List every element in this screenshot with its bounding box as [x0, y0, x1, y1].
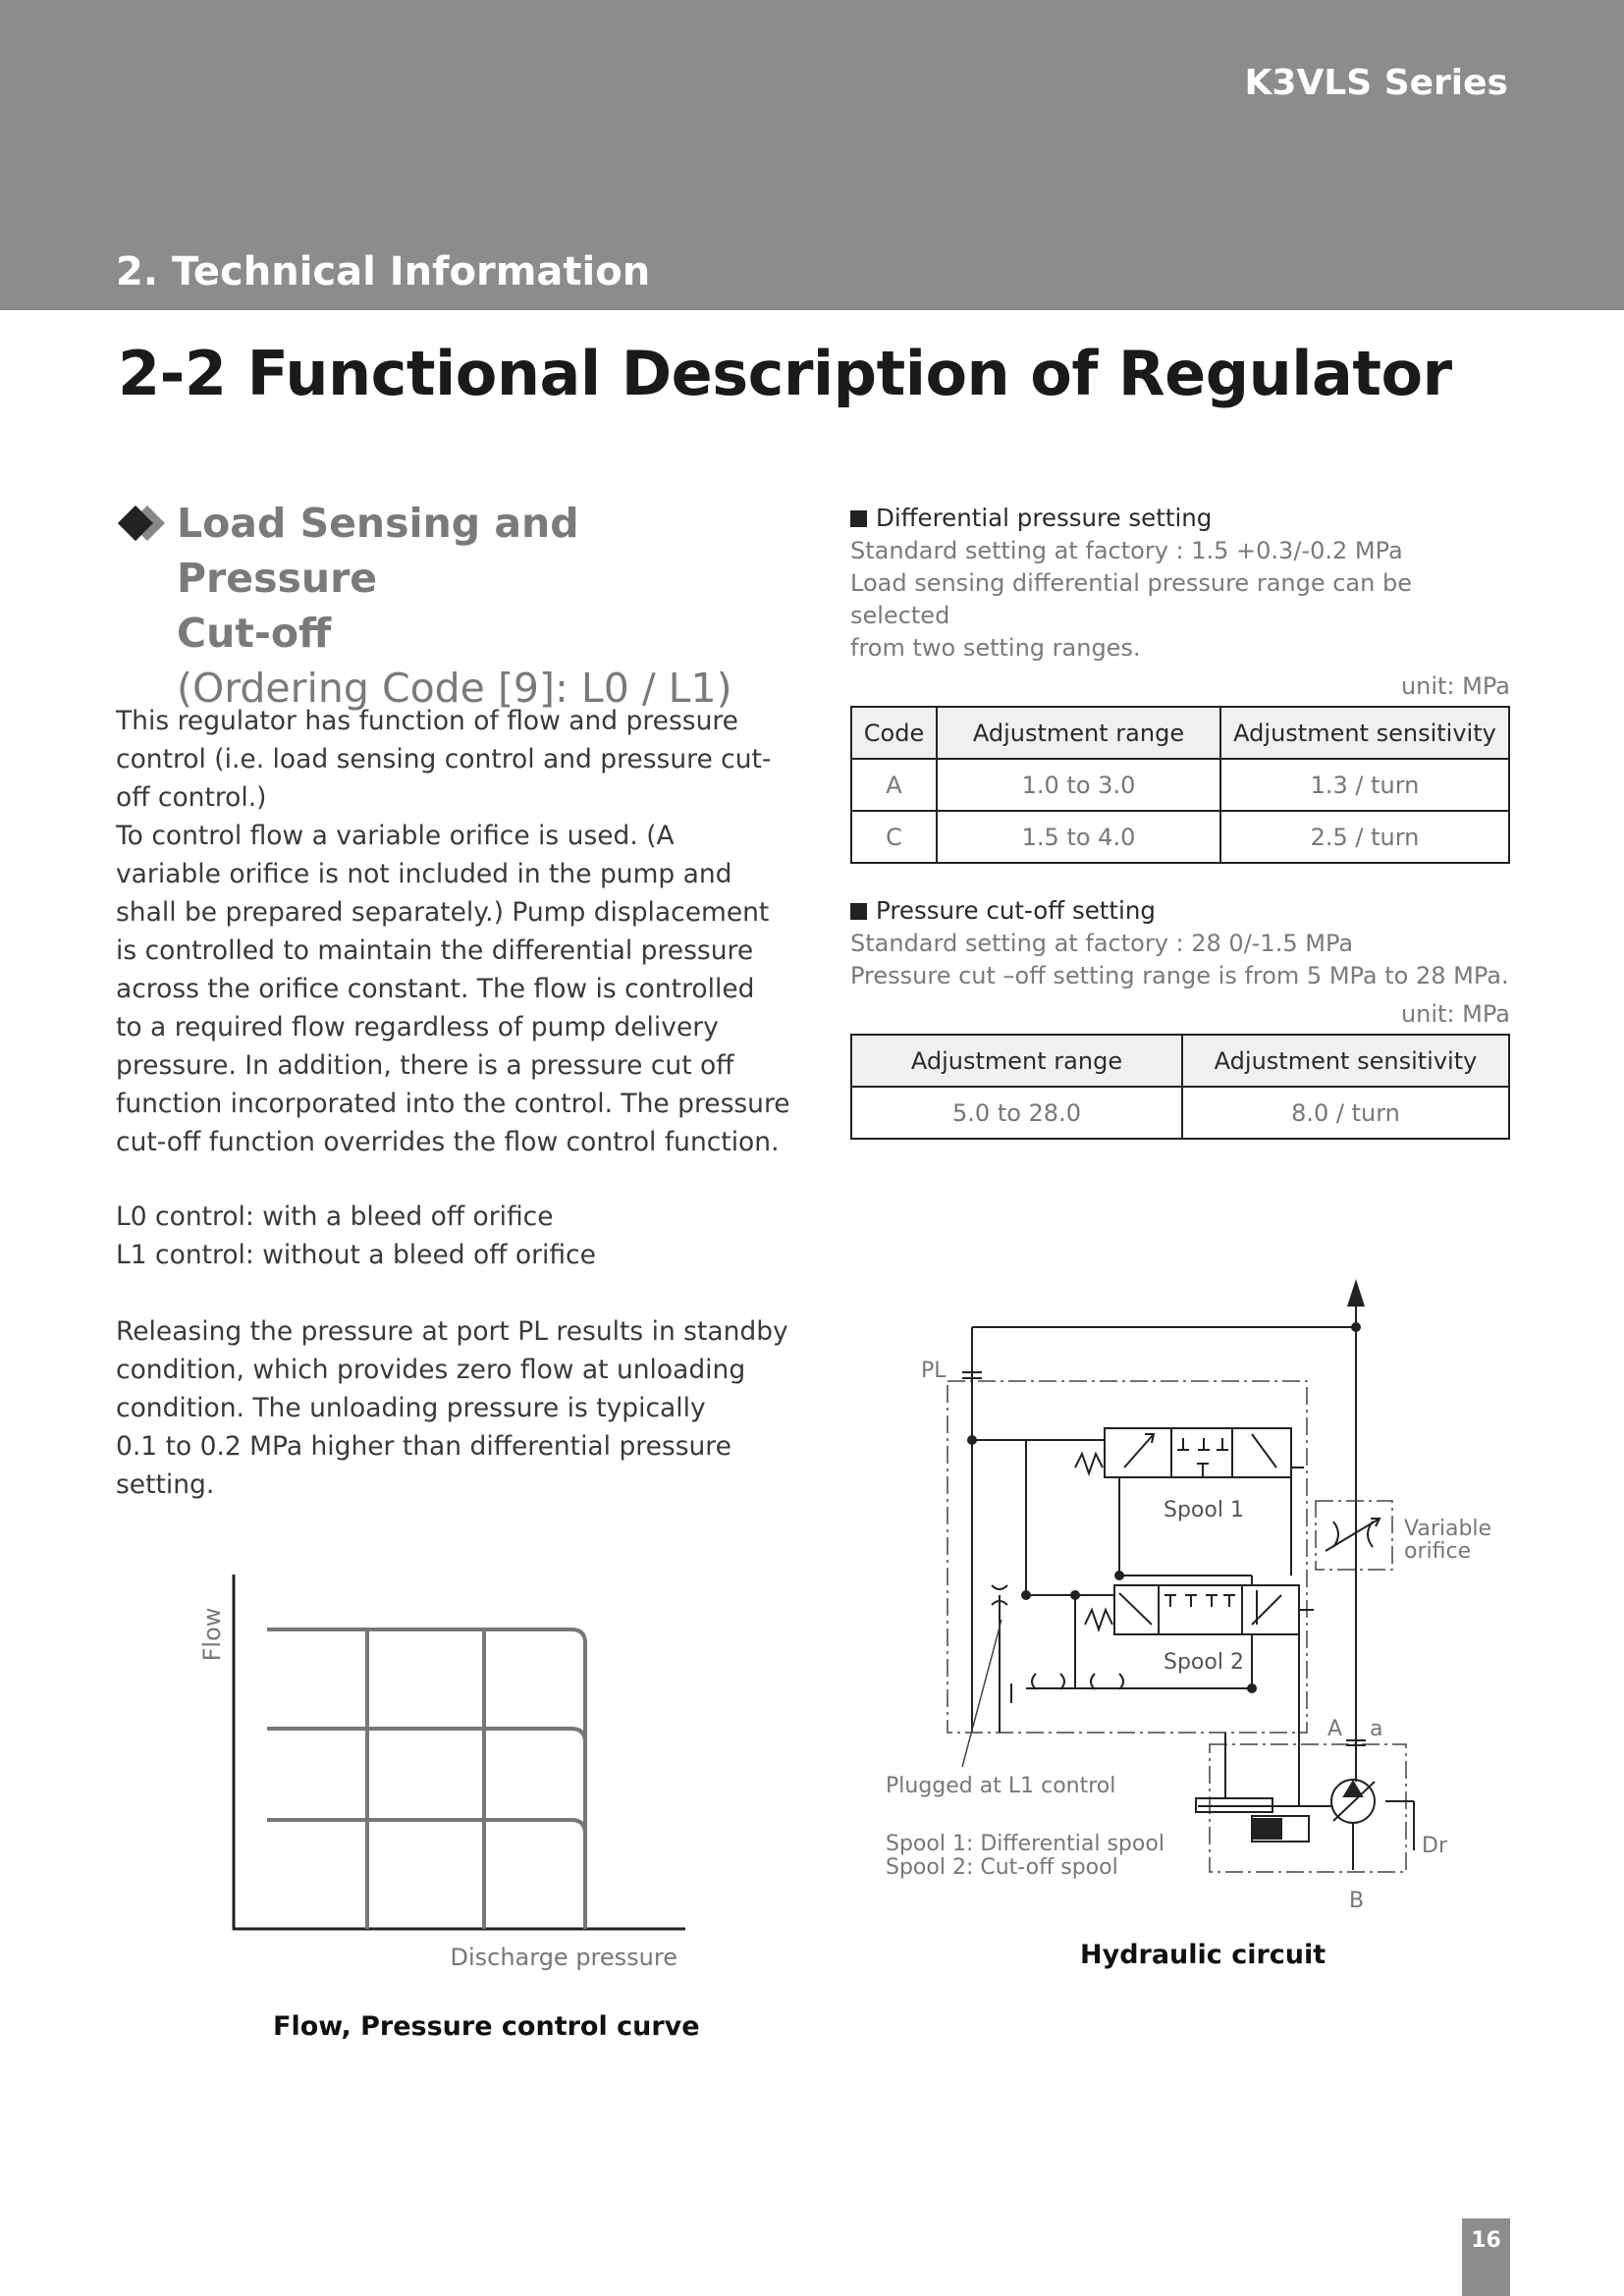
subheading-line2: Cut-off [177, 610, 332, 657]
port-dr-label: Dr [1422, 1834, 1448, 1858]
port-b-label: B [1349, 1889, 1364, 1913]
curve-line-middle [267, 1727, 587, 1743]
differential-table: Code Adjustment range Adjustment sensiti… [850, 706, 1510, 864]
unit-label: unit: MPa [1400, 672, 1510, 700]
column-header: Adjustment sensitivity [1219, 706, 1510, 760]
port-a-label: A [1327, 1717, 1342, 1741]
text-line: To control flow a variable orifice is us… [116, 821, 675, 851]
cutoff-factory-setting: Standard setting at factory : 28 0/-1.5 … [850, 930, 1354, 957]
circuit-caption: Hydraulic circuit [1080, 1940, 1326, 1970]
curve-line-top [267, 1628, 587, 1929]
legend-spool2: Spool 2: Cut-off spool [886, 1855, 1118, 1880]
table-cell: 1.5 to 4.0 [936, 810, 1221, 864]
curve-caption: Flow, Pressure control curve [273, 2011, 700, 2042]
legend-spool1: Spool 1: Differential spool [886, 1832, 1164, 1856]
intro-paragraph: This regulator has function of flow and … [116, 702, 793, 1161]
diamond-bullet-icon [118, 506, 165, 541]
spool2-label: Spool 2 [1164, 1650, 1244, 1675]
square-bullet-icon [850, 510, 867, 527]
cutoff-heading: Pressure cut-off setting [850, 894, 1510, 928]
text-line: L0 control: with a bleed off orifice [116, 1201, 554, 1232]
column-header: Adjustment range [936, 706, 1221, 760]
text-line: 0.1 to 0.2 MPa higher than differential … [116, 1431, 731, 1462]
curve-y-label: Flow [198, 1608, 226, 1662]
table-row: C 1.5 to 4.0 2.5 / turn [850, 810, 1510, 864]
text-line: cut-off function overrides the flow cont… [116, 1127, 780, 1157]
spool1-label: Spool 1 [1164, 1498, 1244, 1522]
table-cell: 5.0 to 28.0 [850, 1086, 1183, 1140]
unit-label: unit: MPa [1400, 1000, 1510, 1028]
text-line: shall be prepared separately.) Pump disp… [116, 897, 770, 928]
page-number: 16 [1462, 2218, 1510, 2296]
variable-orifice-label-2: orifice [1404, 1539, 1471, 1564]
text-line: pressure. In addition, there is a pressu… [116, 1050, 734, 1081]
cutoff-note: Pressure cut –off setting range is from … [850, 962, 1509, 989]
table-row: A 1.0 to 3.0 1.3 / turn [850, 758, 1510, 812]
differential-pressure-section: Differential pressure setting Standard s… [850, 502, 1510, 864]
curve-x-label: Discharge pressure [450, 1944, 677, 1971]
cutoff-section: Pressure cut-off setting Standard settin… [850, 894, 1510, 1140]
table-cell: A [850, 758, 938, 812]
cutoff-table: Adjustment range Adjustment sensitivity … [850, 1034, 1510, 1140]
differential-note: from two setting ranges. [850, 634, 1141, 662]
series-label: K3VLS Series [1244, 63, 1509, 103]
curve-line-bottom [267, 1818, 587, 1835]
cutoff-title: Pressure cut-off setting [876, 896, 1156, 925]
flow-pressure-curve: Flow Discharge pressure [198, 1575, 685, 1971]
plugged-label: Plugged at L1 control [886, 1774, 1115, 1798]
column-header: Adjustment range [850, 1034, 1183, 1088]
section-heading: 2. Technical Information [116, 249, 651, 294]
subheading: Load Sensing and Pressure Cut-off (Order… [116, 496, 784, 716]
differential-factory-setting: Standard setting at factory : 1.5 +0.3/-… [850, 537, 1403, 564]
text-line: control (i.e. load sensing control and p… [116, 744, 772, 774]
text-line: across the orifice constant. The flow is… [116, 974, 755, 1004]
differential-heading: Differential pressure setting [850, 502, 1510, 535]
hydraulic-circuit: PL Spool 1 Spool 2 Variable orifice A a … [886, 1279, 1491, 1913]
table-row: 5.0 to 28.0 8.0 / turn [850, 1086, 1510, 1140]
text-line: condition. The unloading pressure is typ… [116, 1393, 706, 1423]
text-line: This regulator has function of flow and … [116, 706, 738, 736]
subheading-line1: Load Sensing and Pressure [177, 500, 579, 602]
table-cell: 8.0 / turn [1181, 1086, 1510, 1140]
port-pl-label: PL [921, 1359, 947, 1383]
page-title: 2-2 Functional Description of Regulator [118, 338, 1452, 409]
text-line: variable orifice is not included in the … [116, 859, 732, 889]
square-bullet-icon [850, 903, 867, 920]
column-header: Code [850, 706, 938, 760]
variable-orifice-label: Variable [1404, 1517, 1491, 1541]
table-cell: 1.3 / turn [1219, 758, 1510, 812]
port-a-small-label: a [1370, 1717, 1382, 1741]
control-variants-paragraph: L0 control: with a bleed off orifice L1 … [116, 1198, 793, 1274]
table-cell: 2.5 / turn [1219, 810, 1510, 864]
text-line: to a required flow regardless of pump de… [116, 1012, 719, 1042]
subheading-ordering-code: (Ordering Code [9]: L0 / L1) [177, 665, 732, 712]
text-line: function incorporated into the control. … [116, 1089, 790, 1119]
page-header: K3VLS Series 2. Technical Information [0, 0, 1624, 310]
column-header: Adjustment sensitivity [1181, 1034, 1510, 1088]
text-line: is controlled to maintain the differenti… [116, 935, 754, 966]
text-line: L1 control: without a bleed off orifice [116, 1240, 596, 1270]
table-cell: C [850, 810, 938, 864]
differential-note: Load sensing differential pressure range… [850, 569, 1412, 629]
table-cell: 1.0 to 3.0 [936, 758, 1221, 812]
text-line: Releasing the pressure at port PL result… [116, 1316, 788, 1347]
text-line: condition, which provides zero flow at u… [116, 1355, 746, 1385]
standby-paragraph: Releasing the pressure at port PL result… [116, 1312, 793, 1504]
text-line: setting. [116, 1469, 215, 1500]
differential-title: Differential pressure setting [876, 504, 1213, 532]
text-line: off control.) [116, 782, 267, 813]
